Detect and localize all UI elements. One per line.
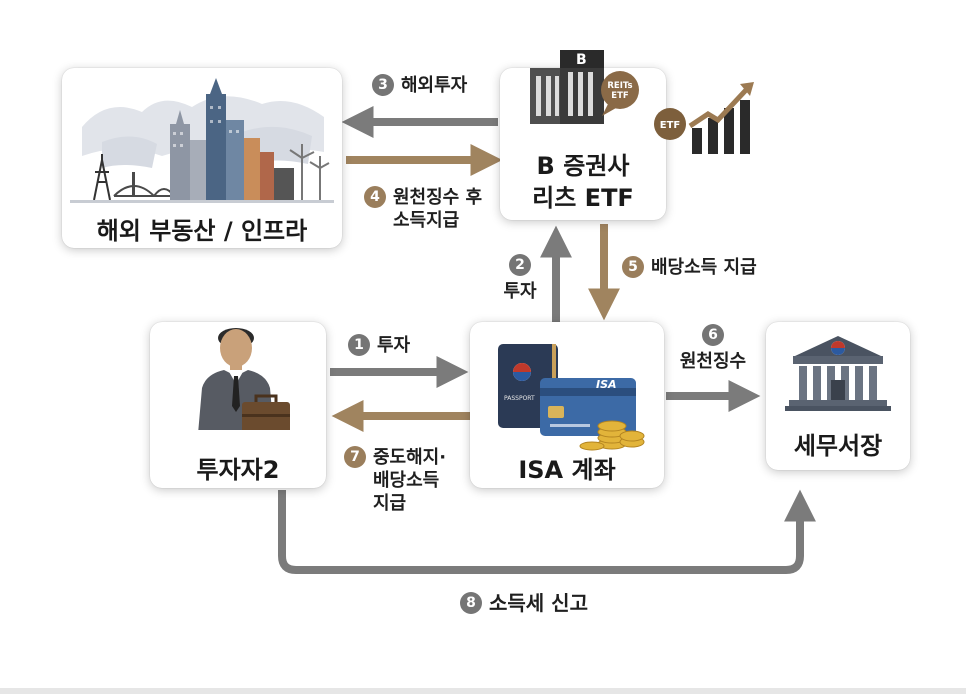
tax-office-node-title: 세무서장 <box>793 432 883 460</box>
step-2-badge: 2 <box>509 254 531 276</box>
step-2-label: 2 투자 <box>500 254 540 303</box>
step-6-badge: 6 <box>702 324 724 346</box>
step-4-text-line1: 원천징수 후 <box>393 187 483 208</box>
securities-title-line2: 리츠 ETF <box>532 184 634 212</box>
step-1-label: 1 투자 <box>348 334 410 357</box>
securities-building-icon: B REITs ETF <box>530 50 639 124</box>
step-7-label: 7 중도해지· 배당소득 지급 <box>344 446 446 515</box>
arrow-tax-report <box>278 489 816 574</box>
step-8-text: 소득세 신고 <box>489 591 588 615</box>
step-7-text-line2: 배당소득 <box>373 470 440 491</box>
step-7-text-line3: 지급 <box>373 493 407 514</box>
bottom-divider <box>0 688 966 694</box>
government-building-icon <box>785 336 891 411</box>
step-1-text: 투자 <box>377 335 411 356</box>
city-skyline-icon <box>70 78 334 203</box>
bubble-reits-label: REITs <box>607 81 632 91</box>
overseas-node-title: 해외 부동산 / 인프라 <box>96 217 308 245</box>
etf-growth-chart-icon: ETF <box>654 82 754 154</box>
step-3-label: 3 해외투자 <box>372 74 467 97</box>
step-7-badge: 7 <box>344 446 366 468</box>
step-6-label: 6 원천징수 <box>668 324 758 373</box>
businessman-icon <box>198 328 290 430</box>
step-5-label: 5 배당소득 지급 <box>622 256 757 279</box>
step-5-text: 배당소득 지급 <box>651 257 757 278</box>
isa-node-title: ISA 계좌 <box>518 456 616 484</box>
investor-node-title: 투자자2 <box>196 456 280 484</box>
step-5-badge: 5 <box>622 256 644 278</box>
building-letter: B <box>576 52 587 68</box>
step-3-badge: 3 <box>372 74 394 96</box>
step-8-label: 8 소득세 신고 <box>460 592 588 615</box>
step-1-badge: 1 <box>348 334 370 356</box>
isa-node: PASSPORT ISA ISA 계좌 <box>470 322 664 488</box>
step-2-text: 투자 <box>503 281 537 302</box>
bubble-etf-label: ETF <box>611 91 629 101</box>
passport-label: PASSPORT <box>504 395 535 402</box>
securities-title-line1: B 증권사 <box>536 152 630 180</box>
step-4-text-line2: 소득지급 <box>393 210 460 231</box>
step-7-text-line1: 중도해지· <box>373 447 447 468</box>
securities-node: B REITs ETF B 증권사 리츠 ETF <box>500 50 666 220</box>
step-4-badge: 4 <box>364 186 386 208</box>
step-6-text: 원천징수 <box>679 351 747 372</box>
step-8-badge: 8 <box>460 592 482 614</box>
overseas-node: 해외 부동산 / 인프라 <box>62 68 342 248</box>
investor-node: 투자자2 <box>150 322 326 488</box>
tax-office-node: 세무서장 <box>766 322 910 470</box>
step-3-text: 해외투자 <box>401 75 468 96</box>
etf-tag-label: ETF <box>660 120 680 131</box>
step-4-label: 4 원천징수 후 소득지급 <box>364 186 482 232</box>
isa-passport-card-coins-icon: PASSPORT ISA <box>498 344 645 451</box>
securities-node-title: B 증권사 리츠 ETF <box>500 150 666 214</box>
isa-card-label: ISA <box>596 378 617 391</box>
